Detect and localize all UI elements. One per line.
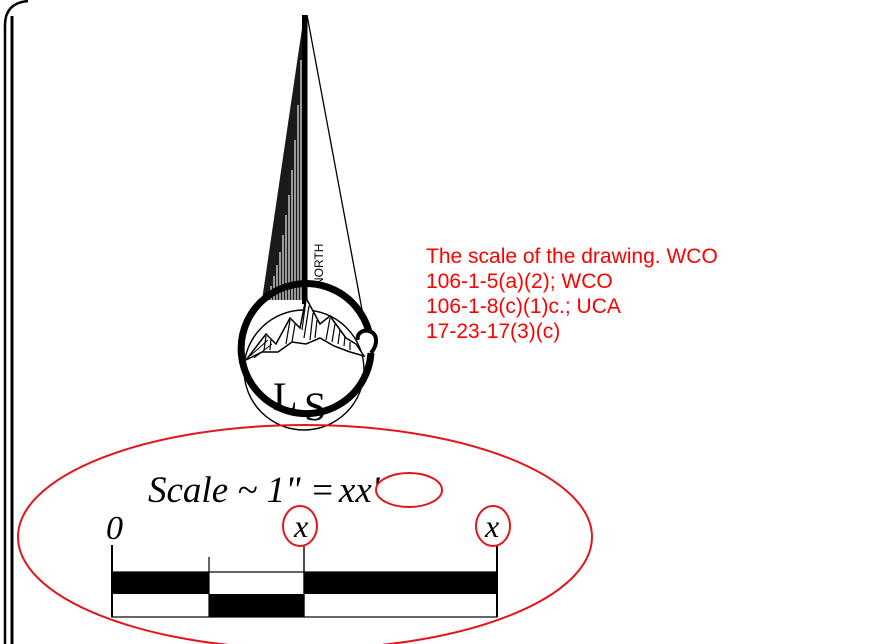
- logo-letter-l: L: [273, 374, 297, 419]
- scale-tick-zero: 0: [106, 510, 123, 547]
- scale-caption-prefix: Scale ~ 1" =: [148, 470, 335, 511]
- scale-tick-mid: x: [293, 508, 308, 544]
- requirement-note-line: 106-1-5(a)(2); WCO: [426, 270, 613, 293]
- mid-tick-highlight-ellipse: [282, 505, 318, 547]
- scale-highlight-ellipse: [17, 424, 593, 644]
- scale-caption: Scale ~ 1" =xx': [148, 470, 381, 511]
- scale-caption-value: xx': [338, 470, 381, 511]
- scale-bar-segment-3: [304, 572, 497, 594]
- requirement-note-line: The scale of the drawing. WCO: [426, 245, 718, 268]
- requirement-note-line: 17-23-17(3)(c): [426, 320, 561, 343]
- page-frame: [3, 0, 29, 644]
- north-label: NORTH: [312, 244, 326, 286]
- scale-bar: [111, 545, 498, 618]
- scale-bar-segment-1: [112, 572, 209, 594]
- value-highlight-ellipse: [375, 472, 443, 508]
- scale-tick-end: x: [484, 508, 499, 544]
- scale-bar-segment-2: [209, 594, 304, 617]
- requirement-note: The scale of the drawing. WCO 106-1-5(a)…: [426, 244, 866, 344]
- mountain-logo-icon: [237, 280, 378, 436]
- logo-letter-s: S: [304, 384, 326, 429]
- end-tick-highlight-ellipse: [475, 505, 511, 547]
- requirement-note-line: 106-1-8(c)(1)c.; UCA: [426, 295, 621, 318]
